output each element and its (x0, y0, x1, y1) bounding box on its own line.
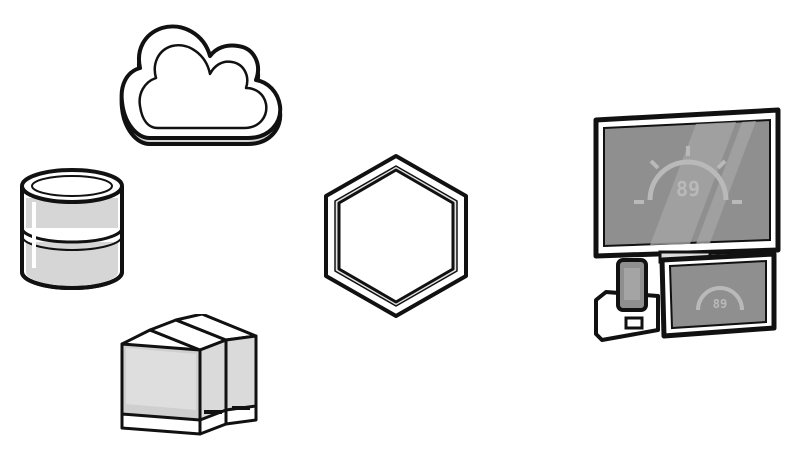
phone-dock-icon (594, 258, 660, 342)
tablet-icon: 89 (659, 251, 777, 339)
tablet-readout: 89 (713, 297, 727, 311)
devices-icon: 89 89 (593, 107, 781, 342)
monitor-readout: 89 (676, 177, 700, 201)
monitor-icon: 89 (593, 107, 781, 264)
hexagon-icon (324, 154, 468, 318)
server-blocks-icon (120, 314, 258, 436)
cloud-icon (119, 24, 283, 146)
database-icon (20, 168, 124, 290)
